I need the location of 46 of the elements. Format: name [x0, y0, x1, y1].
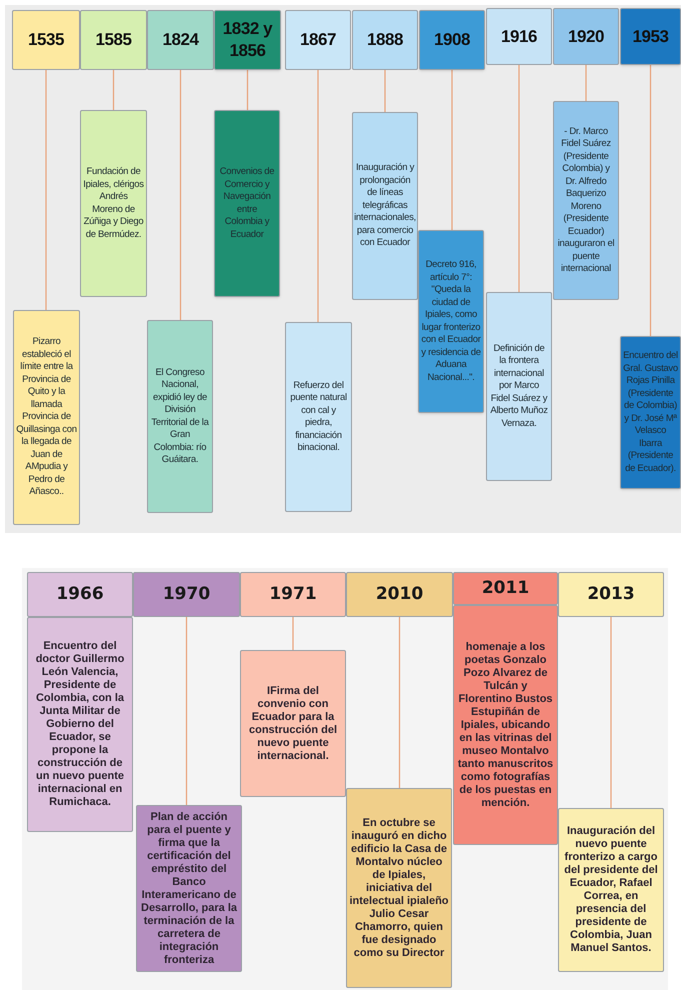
year-box: 1966 [27, 572, 133, 617]
event-box: Definición de la frontera internacional por Marco Fidel Suárez y Alberto Muñoz Vernaza. [486, 292, 552, 481]
event-box: Refuerzo del puente natural con cal y piedra, financiación binacional. [285, 322, 352, 512]
event-box: Convenios de Comercio y Navegación entre Colombia y Ecuador [214, 110, 280, 297]
connector-line [317, 70, 319, 322]
year-box: 1920 [553, 8, 619, 65]
year-box: 2013 [558, 572, 664, 617]
year-box: 1916 [486, 8, 552, 65]
connector-line [246, 70, 248, 110]
year-box: 1888 [352, 10, 418, 70]
event-box: El Congreso Nacional, expidió ley de División Territorial de la Gran Colombia: río Guáitara. [147, 320, 213, 513]
connector-line [451, 70, 453, 230]
year-box: 1970 [133, 572, 240, 617]
event-box: Encuentro del Gral. Gustavo Rojas Pinilla (Presidente de Colombia) y Dr. José Mª Velasco Ibarra (Presidente de Ecuador). [620, 336, 681, 489]
connector-line [650, 65, 652, 336]
event-box: En octubre se inauguró en dicho edificio la Casa de Montalvo núcleo de Ipiales, iniciativa del intelectual ipialeño Julio Cesar Chamorro, quien fue designado como su Director [346, 788, 452, 988]
year-box: 2010 [346, 572, 453, 617]
event-box: Inauguración del nuevo puente fronterizo a cargo del presidente del Ecuador, Rafael Correa, en presencia del presidente de Colombia, Juan Manuel Santos. [558, 808, 664, 972]
connector-line [292, 617, 294, 650]
year-box: 1535 [12, 10, 80, 70]
year-box: 1867 [285, 10, 351, 70]
year-box: 1971 [240, 572, 346, 617]
connector-line [518, 65, 520, 292]
connector-line [610, 617, 612, 808]
connector-line [45, 70, 47, 310]
year-box: 1832 y 1856 [214, 10, 281, 70]
year-box: 1585 [80, 10, 147, 70]
connector-line [585, 65, 587, 101]
year-box: 1953 [620, 8, 681, 65]
connector-line [112, 70, 114, 110]
event-box: - Dr. Marco Fidel Suárez (Presidente Colombia) y Dr. Alfredo Baquerizo Moreno (Presidente Ecuador) inauguraron el puente internacional [553, 101, 619, 300]
connector-line [180, 70, 182, 320]
event-box: Inauguración y prolongación de líneas telegráficas internacionales, para comercio con Ecuador [352, 112, 418, 300]
event-box: Encuentro del doctor Guillermo León Valencia, Presidente de Colombia, con la Junta Militar de Gobierno del Ecuador, se propone la construcción de un nuevo puente internacional en Rumichaca. [27, 617, 133, 832]
event-box: homenaje a los poetas Gonzalo Pozo Alvarez de Tulcán y Florentino Bustos Estupiñán de Ipiales, ubicando en las vitrinas del museo Montalvo tanto manuscritos como fotografías de los puestas en mención. [453, 605, 558, 845]
year-box: 2011 [453, 572, 558, 605]
event-box: Pizarro estableció el límite entre la Provincia de Quito y la llamada Provincia de Quillasinga con la llegada de Juan de AMpudia y Pedro de Añasco.. [13, 310, 80, 525]
year-box: 1908 [419, 10, 485, 70]
event-box: Fundación de Ipiales, clérigos Andrés Moreno de Zúñiga y Diego de Bermúdez. [80, 110, 147, 297]
connector-line [398, 617, 400, 788]
year-box: 1824 [147, 10, 214, 70]
event-box: IFirma del convenio con Ecuador para la construcción del nuevo puente internacional. [240, 650, 346, 797]
event-box: Decreto 916, artículo 7°: "Queda la ciudad de Ipiales, como lugar fronterizo con el Ecuador y residencia de Aduana Nacional...". [418, 230, 484, 413]
connector-line [186, 617, 188, 805]
connector-line [384, 70, 386, 112]
event-box: Plan de acción para el puente y firma que la certificación del empréstito del Banco Interamericano de Desarrollo, para la terminación de la carretera de integración fronteriza [136, 805, 242, 972]
